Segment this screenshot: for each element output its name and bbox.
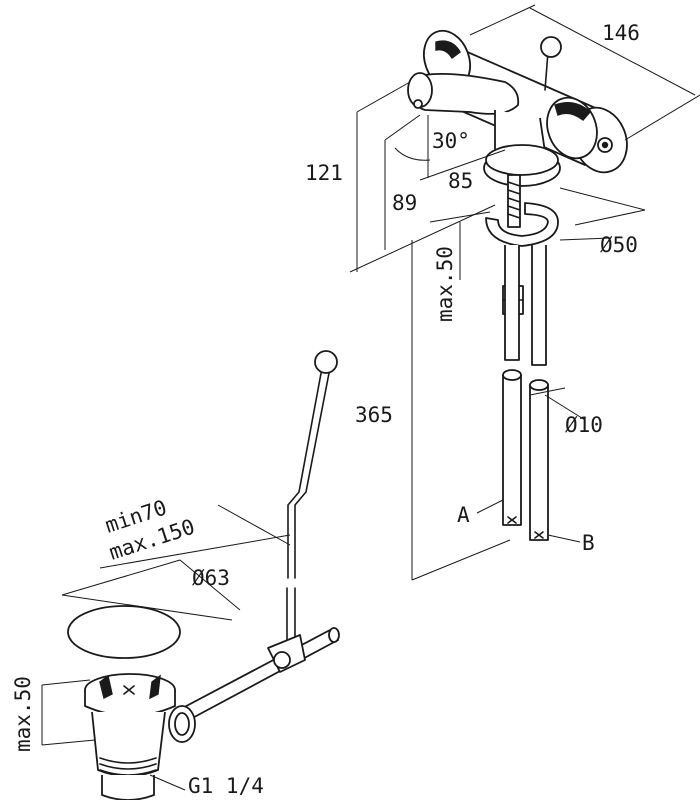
- mixer-body: [407, 29, 628, 315]
- angle-arc: [394, 147, 431, 161]
- dim-dia63-ext: [61, 559, 181, 596]
- lever-stem: [544, 51, 549, 91]
- label-146: 146: [602, 21, 640, 45]
- waste-dimensions: [41, 504, 291, 791]
- rod-thread: [507, 181, 521, 219]
- right-cap-band: [554, 102, 591, 121]
- hose-a-end: [502, 369, 522, 381]
- plug-slot-right: [149, 674, 161, 700]
- hose-b-lower: [529, 384, 549, 541]
- labels: 146 121 30° 89 85 max.50 Ø50 365 Ø10 A B…: [11, 21, 640, 798]
- dim-max50-top-ext: [429, 211, 491, 223]
- label-max50-bottom: max.50: [11, 676, 35, 752]
- label-30deg: 30°: [432, 129, 470, 153]
- label-85: 85: [448, 169, 473, 193]
- label-89: 89: [392, 191, 417, 215]
- aerator: [413, 99, 423, 109]
- label-thread: G1 1/4: [188, 774, 264, 798]
- lever-end: [328, 627, 340, 643]
- label-dia63: Ø63: [192, 566, 230, 590]
- leader-b: [547, 534, 581, 543]
- label-dia10: Ø10: [565, 413, 603, 437]
- label-121: 121: [305, 161, 343, 185]
- clevis-screw: [273, 651, 291, 669]
- lever-nut-inner: [174, 712, 190, 736]
- dim-dia63-line: [61, 594, 233, 621]
- waste-body: [91, 711, 166, 777]
- dim-146-ext-left: [469, 4, 536, 36]
- dim-150-line: [99, 534, 291, 569]
- plug-slot-left: [99, 674, 113, 700]
- dim-dia63-ext2: [179, 559, 241, 611]
- hose-b-end: [529, 379, 549, 391]
- dim-146-ext-right: [624, 94, 700, 141]
- dim-365-ext-bottom: [411, 539, 511, 581]
- dim-dia10-ext: [529, 387, 566, 396]
- dim-dia50-line: [574, 209, 646, 226]
- hose-b-upper: [531, 245, 547, 366]
- dim-dia50-ext-top: [559, 187, 646, 211]
- label-365: 365: [355, 403, 393, 427]
- leader-a: [476, 499, 504, 514]
- dim-base-ext: [349, 204, 496, 273]
- lever-knob: [540, 36, 562, 58]
- threaded-rod: [507, 174, 521, 228]
- dim-121-ext-top: [356, 81, 411, 113]
- label-dia50: Ø50: [600, 233, 638, 257]
- label-a: A: [457, 503, 470, 527]
- dim-max50-bottom-ext: [41, 679, 91, 686]
- plug-head: [67, 605, 181, 659]
- dim-85-line: [419, 149, 506, 181]
- knob-dot: [601, 141, 609, 149]
- pull-rod: [287, 367, 323, 579]
- dim-dia10-line: [544, 394, 586, 421]
- base-flange-top: [485, 144, 559, 176]
- waste-lever: [174, 629, 339, 723]
- thread-leader: [149, 774, 186, 791]
- plug-center-mark: [123, 685, 135, 695]
- dim-89-ext-top: [384, 114, 421, 141]
- pull-rod-edge: [294, 367, 331, 579]
- hose-a-upper: [504, 245, 520, 361]
- hose-b-marker: [534, 531, 544, 539]
- pop-up-waste: [67, 350, 340, 800]
- faucet-dimensions: [349, 4, 700, 581]
- dim-max50-bottom-ext2: [41, 739, 96, 746]
- label-b: B: [582, 531, 595, 555]
- supply-hoses: [502, 245, 549, 541]
- hose-a-lower: [502, 374, 522, 526]
- label-max50-top: max.50: [433, 246, 457, 322]
- dim-dia50-ext-bottom: [559, 237, 611, 241]
- left-cap-band: [435, 40, 461, 60]
- dim-150-ext: [217, 504, 291, 546]
- waste-tail: [101, 775, 155, 800]
- dim-146-line: [529, 7, 696, 96]
- pull-rod-knob: [314, 350, 338, 374]
- fixing-plate: [485, 202, 559, 247]
- hose-a-marker: [507, 516, 517, 524]
